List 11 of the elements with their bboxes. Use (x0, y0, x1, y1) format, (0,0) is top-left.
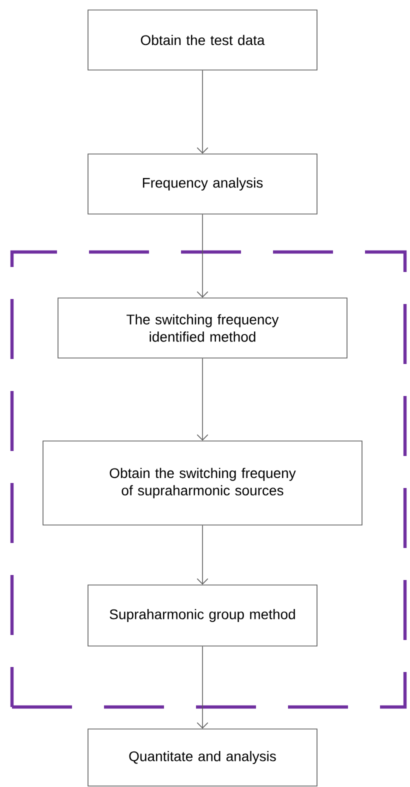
process-box: Supraharmonic group method (88, 584, 318, 646)
arrow (196, 646, 208, 729)
process-box: Obtain the test data (88, 10, 318, 70)
process-box: The switching frequency identified method (58, 298, 348, 358)
process-box: Obtain the switching frequeny of supraharmonic sources (42, 440, 362, 526)
process-box: Frequency analysis (88, 154, 318, 214)
process-box: Quantitate and analysis (88, 728, 318, 786)
arrow (196, 525, 208, 585)
arrow (196, 70, 208, 154)
arrow (196, 214, 208, 298)
arrow (196, 358, 208, 441)
